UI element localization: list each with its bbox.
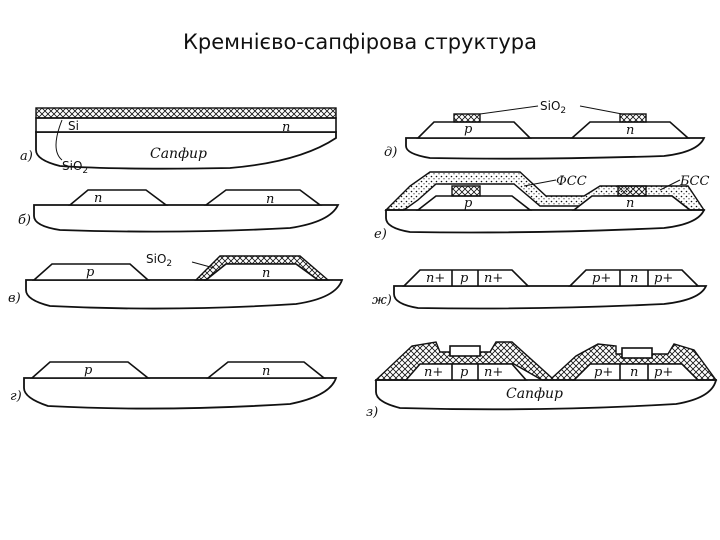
step-g: г) p n (10, 361, 338, 410)
n-label: n (94, 191, 102, 206)
p-island (415, 195, 533, 211)
nplus-label: n+ (424, 365, 443, 380)
n-island-right (203, 189, 323, 206)
pplus-label: p+ (654, 365, 673, 380)
step-zh: ж) n+ p n+ p+ n p+ (372, 269, 708, 310)
n-label: n (262, 364, 270, 379)
n-label: n (626, 196, 634, 211)
silicon-layer (35, 117, 337, 133)
p-island (416, 121, 532, 139)
step-label: д) (384, 145, 397, 160)
n-channel-island (402, 269, 530, 287)
sapphire-substrate (375, 379, 718, 411)
n-label: n (630, 271, 638, 286)
nplus-label: n+ (426, 271, 445, 286)
step-label: б) (18, 213, 31, 228)
step-label: в) (8, 291, 21, 306)
sio2-layer (35, 107, 337, 119)
sapphire-substrate (405, 137, 706, 160)
n-label: n (630, 365, 638, 380)
fss-label: ФСС (556, 174, 587, 189)
sio2-pad-left (451, 185, 481, 197)
pplus-label: p+ (592, 271, 611, 286)
n-island-left (67, 189, 169, 206)
sio2-pad-left (453, 113, 481, 123)
n-island (205, 361, 327, 379)
gate-right (621, 347, 653, 359)
sio2-label-v: SiO2 (146, 252, 172, 269)
p-channel-island (572, 363, 700, 381)
sapphire-substrate (385, 209, 706, 234)
step-label: е) (374, 227, 387, 242)
step-e: е) p n ФСС БСС (374, 171, 710, 242)
slide-title: Кремнієво-сапфірова структура (182, 30, 537, 54)
step-label: ж) (372, 293, 392, 308)
sio2-label-d: SiO2 (540, 99, 566, 116)
sio2-label-a: SiO2 (62, 159, 88, 176)
p-channel-island (568, 269, 700, 287)
step-a: а) Si n Сапфир SiO2 (20, 107, 337, 176)
pplus-label: p+ (654, 271, 673, 286)
step-z: з) n+ p n+ p+ n p+ Сапфир (366, 341, 718, 420)
sapphire-substrate (25, 279, 344, 310)
step-v: в) p n SiO2 (8, 252, 344, 310)
step-d: д) p n SiO2 (384, 99, 706, 160)
n-label: n (626, 123, 634, 138)
sio2-pad-right (619, 113, 647, 123)
p-island (29, 361, 151, 379)
nplus-label: n+ (484, 365, 503, 380)
p-label: p (464, 196, 473, 211)
sapphire-substrate (33, 204, 340, 233)
p-label: p (464, 122, 473, 137)
p-label: p (460, 365, 469, 380)
sapphire-label: Сапфир (506, 386, 563, 402)
bss-label: БСС (679, 174, 710, 189)
step-label: г) (10, 389, 22, 404)
gate-left (449, 345, 481, 357)
step-b: б) n n (18, 189, 340, 233)
p-label: p (460, 271, 469, 286)
p-island (31, 263, 151, 281)
pplus-label: p+ (594, 365, 613, 380)
n-label: n (262, 266, 270, 281)
n-island (569, 121, 691, 139)
sapphire-substrate (35, 131, 337, 170)
n-label: n (282, 120, 290, 135)
nplus-label: n+ (484, 271, 503, 286)
si-label: Si (68, 119, 79, 133)
n-island (203, 263, 321, 281)
sapphire-substrate (393, 285, 708, 310)
n-island (571, 195, 693, 211)
step-label: з) (366, 405, 378, 420)
n-label: n (266, 192, 274, 207)
sapphire-label: Сапфир (150, 146, 207, 162)
sio2-pad-right (617, 185, 647, 197)
step-label: а) (20, 149, 33, 164)
n-channel-island (404, 363, 528, 381)
p-label: p (86, 265, 95, 280)
sapphire-substrate (23, 377, 338, 410)
p-label: p (84, 363, 93, 378)
